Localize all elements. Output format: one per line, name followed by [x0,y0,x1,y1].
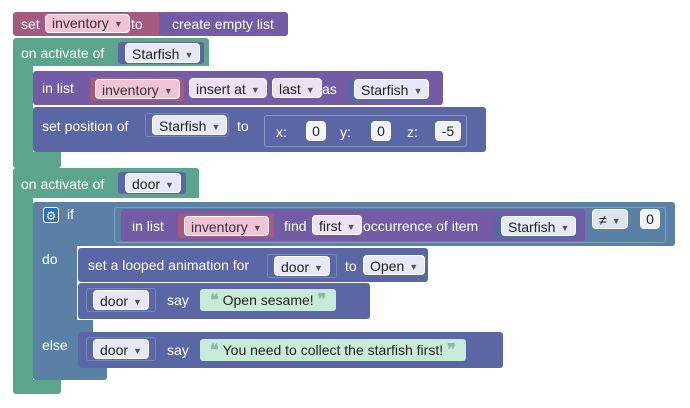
insert-position-value: last [279,81,301,97]
list-variable-value: inventory [102,82,159,98]
as-label: as [322,81,337,97]
animation-value: Open [370,258,405,274]
say-object-value: door [100,342,129,358]
position-vector-block[interactable] [264,115,467,147]
find-which-value: first [319,218,342,234]
say-text-block[interactable]: ❝Open sesame!❞ [200,289,337,311]
chevron-down-icon: ▼ [560,223,570,234]
find-which-dropdown[interactable]: first ▼ [312,215,363,235]
position-object-value: Starfish [159,118,207,134]
find-item-value: Starfish [508,219,556,235]
chevron-down-icon: ▼ [252,223,262,234]
else-label: else [42,337,68,353]
event-1-footer [13,152,61,168]
chevron-down-icon: ▼ [165,180,174,191]
insert-mode-value: insert at [196,81,246,97]
on-activate-label: on activate of [21,176,105,192]
to-label: to [131,16,143,32]
chevron-down-icon: ▼ [409,262,419,273]
find-item-dropdown[interactable]: Starfish ▼ [501,216,577,236]
find-list-dropdown[interactable]: inventory ▼ [184,216,269,236]
occurrence-label: occurrence of item [363,218,479,234]
chevron-down-icon: ▼ [184,50,194,61]
create-empty-list-block[interactable] [159,12,288,36]
chevron-down-icon: ▼ [413,86,423,97]
variable-name: inventory [52,15,109,31]
y-input[interactable]: 0 [371,121,391,141]
to-label: to [237,118,249,134]
chevron-down-icon: ▼ [250,85,260,96]
position-object-dropdown[interactable]: Starfish ▼ [152,115,228,135]
event-object-value: Starfish [132,46,180,62]
event-2-c-spine [13,198,33,388]
if-label: if [67,206,74,222]
if-footer [33,368,107,380]
do-label: do [42,251,58,267]
open-quote-icon: ❝ [210,292,219,309]
event-1-c-spine [13,66,33,166]
open-quote-icon: ❝ [210,342,219,359]
z-input[interactable]: -5 [435,121,461,141]
set-position-label: set position of [42,118,129,134]
compare-value-input[interactable]: 0 [640,209,660,229]
event-object-dropdown[interactable]: Starfish ▼ [125,43,201,63]
find-label: find [284,218,307,234]
variable-dropdown[interactable]: inventory ▼ [45,14,130,33]
event-2-footer [13,380,61,394]
on-activate-label: on activate of [21,45,105,61]
say-text-value: Open sesame! [222,292,314,308]
chevron-down-icon: ▼ [314,263,323,274]
say-text-value: You need to collect the starfish first! [222,342,444,358]
insert-item-dropdown[interactable]: Starfish ▼ [354,79,430,99]
chevron-down-icon: ▼ [346,222,356,233]
set-label: set [21,16,40,32]
chevron-down-icon: ▼ [133,346,142,357]
event-object-value: door [132,176,161,192]
list-variable-dropdown[interactable]: inventory ▼ [95,79,180,99]
find-list-value: inventory [191,219,248,235]
close-quote-icon: ❞ [447,342,456,359]
x-label: x: [276,124,287,140]
x-input[interactable]: 0 [306,121,326,141]
chevron-down-icon: ▼ [211,122,221,133]
y-label: y: [340,124,351,140]
chevron-down-icon: ▼ [305,85,315,96]
to-label: to [345,258,357,274]
event-object-dropdown[interactable]: door ▼ [125,173,181,193]
close-quote-icon: ❞ [317,292,327,309]
operator-dropdown[interactable]: ≠▼ [592,209,628,229]
chevron-down-icon: ▼ [163,86,173,97]
chevron-down-icon: ▼ [113,18,123,29]
insert-item-value: Starfish [361,82,409,98]
insert-mode-dropdown[interactable]: insert at ▼ [189,78,267,98]
say-label: say [167,342,189,358]
say-object-dropdown[interactable]: door ▼ [93,290,149,310]
in-list-label: in list [132,218,164,234]
animation-dropdown[interactable]: Open ▼ [363,255,426,275]
insert-position-dropdown[interactable]: last ▼ [272,78,322,98]
chevron-down-icon: ▼ [611,216,621,227]
say-object-dropdown[interactable]: door ▼ [93,339,149,359]
chevron-down-icon: ▼ [133,297,142,308]
in-list-label: in list [42,80,74,96]
say-object-value: door [100,293,129,309]
say-text-block[interactable]: ❝You need to collect the starfish first!… [200,339,466,361]
create-empty-list-label: create empty list [172,16,274,32]
anim-object-value: door [281,259,310,275]
anim-object-dropdown[interactable]: door ▼ [274,256,330,276]
z-label: z: [407,124,418,140]
gear-icon[interactable]: ⚙ [43,207,59,223]
say-label: say [167,292,189,308]
looped-animation-label: set a looped animation for [88,257,250,273]
operator-value: ≠ [599,212,607,228]
